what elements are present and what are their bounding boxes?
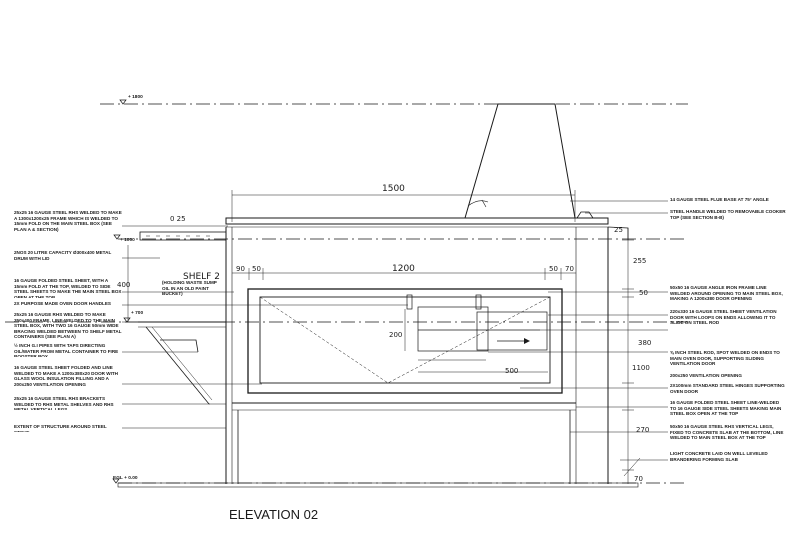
right-note-8: 16 GAUGE FOLDED STEEL SHEET LINE-WELDED … — [670, 400, 782, 417]
main-steel-box — [117, 227, 639, 488]
drawing-title: ELEVATION 02 — [229, 507, 318, 522]
dim-overall-width: 1500 — [231, 184, 576, 222]
right-note-7-box: 2X100mm STANDARD STEEL HINGES SUPPORTING… — [670, 383, 785, 394]
left-note-5: 25x25 16 GAUGE RHS WELDED TO MAKE 350x40… — [14, 312, 122, 340]
dim-label-top-left: 0 25 — [170, 215, 186, 223]
dim-label-overall: 1500 — [382, 184, 405, 194]
left-notes: 25x25 16 GAUGE STEEL RHS WELDED TO MAKE … — [14, 210, 122, 432]
shelf-note-box: (HOLDING WASTE SUMP OIL IN AN OLD PAINT … — [162, 280, 217, 297]
dim-label-r3: 50 — [639, 289, 648, 297]
right-notes: 14 GAUGE STEEL FLUE BASE AT 75° ANGLE ST… — [670, 197, 786, 462]
dim-label-r7: 70 — [634, 475, 643, 483]
left-note-2-box: 2NOS 20 LITRE CAPACITY Ø300x400 METAL DR… — [14, 250, 112, 261]
dim-label-r6: 270 — [636, 426, 649, 434]
right-note-3-box: 50x50 16 GAUGE ANGLE IRON FRAME LINE WEL… — [670, 285, 783, 302]
shelf-note: (HOLDING WASTE SUMP OIL IN AN OLD PAINT … — [162, 280, 217, 297]
dim-label-shelf-h: 400 — [117, 281, 130, 289]
cooker-top — [225, 211, 629, 240]
left-note-4-box: 2X PURPOSE MADE OVEN DOOR HANDLES — [14, 301, 111, 306]
cooker-handle — [576, 211, 594, 219]
right-note-2: STEEL HANDLE WELDED TO REMOVABLE COOKER … — [670, 209, 786, 220]
left-note-7: 16 GAUGE STEEL SHEET FOLDED AND LINE WEL… — [14, 365, 118, 387]
level-arrow-shelf — [123, 317, 131, 323]
door-hinge-lines — [259, 296, 551, 384]
dim-label-left-a: 90 — [236, 265, 245, 273]
dim-label-r5: 1100 — [632, 364, 650, 372]
right-note-8-box: 16 GAUGE FOLDED STEEL SHEET LINE-WELDED … — [670, 400, 782, 417]
left-note-3: 16 GAUGE FOLDED STEEL SHEET, WITH A 15mm… — [14, 278, 122, 298]
dim-label-inner: 1200 — [392, 264, 415, 274]
left-note-6-box: ½ INCH G.I PIPES WITH TAPS DIRECTING OIL… — [14, 343, 119, 357]
level-label-shelf: + 700 — [131, 310, 143, 316]
right-note-2-box: STEEL HANDLE WELDED TO REMOVABLE COOKER … — [670, 209, 786, 220]
ventilation-opening-left — [417, 306, 489, 352]
right-note-6: 200x250 VENTILATION OPENING — [670, 373, 742, 378]
dim-label-left-b: 50 — [252, 265, 261, 273]
dim-label-right-a: 50 — [549, 265, 558, 273]
dim-label-door-h: 200 — [389, 331, 402, 339]
right-dims: 25 255 50 380 1100 270 70 — [614, 226, 651, 484]
dim-label-right-b: 70 — [565, 265, 574, 273]
dim-label-r1: 25 — [614, 226, 623, 234]
door-frame-inner — [259, 296, 551, 384]
top-frame-rhs — [139, 231, 227, 241]
flue — [464, 103, 576, 219]
right-note-4-box: 220x330 16 GAUGE STEEL SHEET VENTILATION… — [670, 309, 777, 326]
right-note-1-box: 14 GAUGE STEEL FLUE BASE AT 75° ANGLE — [670, 197, 769, 202]
left-note-2: 2NOS 20 LITRE CAPACITY Ø300x400 METAL DR… — [14, 250, 112, 261]
slab-hatch — [623, 457, 641, 477]
right-note-9: 50x50 16 GAUGE STEEL RHS VERTICAL LEGS, … — [670, 424, 784, 441]
dim-label-r4: 380 — [638, 339, 651, 347]
shelf-label: SHELF 2 — [183, 272, 220, 282]
right-note-6-box: 200x250 VENTILATION OPENING — [670, 373, 742, 378]
left-note-9-box: EXTENT OF STRUCTURE AROUND STEEL STOVE — [14, 424, 107, 432]
flue-angle-tick — [481, 199, 487, 208]
concrete-slab — [117, 482, 639, 488]
right-note-4: 220x330 16 GAUGE STEEL SHEET VENTILATION… — [670, 309, 777, 326]
level-arrow-upper — [113, 234, 121, 240]
left-note-6: ½ INCH G.I PIPES WITH TAPS DIRECTING OIL… — [14, 343, 119, 357]
dim-label-r2: 255 — [633, 257, 646, 265]
right-note-5: ⅝ INCH STEEL ROD, SPOT WELDED ON ENDS TO… — [670, 350, 780, 367]
shelf-frame: 400 SHELF 2 (HOLDING WASTE SUMP OIL IN A… — [117, 231, 227, 405]
left-note-7-box: 16 GAUGE STEEL SHEET FOLDED AND LINE WEL… — [14, 365, 118, 387]
ventilation-door — [476, 311, 548, 351]
right-note-3: 50x50 16 GAUGE ANGLE IRON FRAME LINE WEL… — [670, 285, 783, 302]
right-note-10: LIGHT CONCRETE LAID ON WELL LEVELED BRAN… — [670, 451, 768, 462]
shelf-bracket-inner — [151, 326, 213, 401]
left-note-1-box: 25x25 16 GAUGE STEEL RHS WELDED TO MAKE … — [14, 210, 122, 232]
right-note-10-box: LIGHT CONCRETE LAID ON WELL LEVELED BRAN… — [670, 451, 768, 462]
right-note-1: 14 GAUGE STEEL FLUE BASE AT 75° ANGLE — [670, 197, 769, 202]
level-markers: + 1800 + 1000 + 700 EGL + 0.00 — [112, 94, 143, 484]
gi-pipe — [160, 339, 199, 353]
slide-arrow-head — [524, 338, 530, 344]
level-arrow-ground — [112, 478, 120, 484]
left-note-9: EXTENT OF STRUCTURE AROUND STEEL STOVE — [14, 424, 107, 432]
oven-door: 200 500 — [247, 288, 563, 394]
level-label-ground: EGL + 0.00 — [113, 475, 138, 481]
left-note-5-box: 25x25 16 GAUGE RHS WELDED TO MAKE 350x40… — [14, 312, 122, 340]
leader-lines — [122, 200, 668, 461]
right-note-5-box: ⅝ INCH STEEL ROD, SPOT WELDED ON ENDS TO… — [670, 350, 780, 367]
dim-label-door-w: 500 — [505, 367, 518, 375]
shelf-bracket — [145, 326, 210, 405]
left-note-1: 25x25 16 GAUGE STEEL RHS WELDED TO MAKE … — [14, 210, 122, 232]
level-label-top: + 1800 — [128, 94, 143, 100]
cooker-top-plate — [225, 217, 609, 225]
right-note-7: 2X100mm STANDARD STEEL HINGES SUPPORTING… — [670, 383, 785, 394]
door-frame-outer — [247, 288, 563, 394]
level-label-upper: + 1000 — [120, 237, 135, 243]
right-note-9-box: 50x50 16 GAUGE STEEL RHS VERTICAL LEGS, … — [670, 424, 784, 441]
dim-inner-width: 1200 90 50 50 70 0 25 — [170, 215, 576, 280]
left-note-3-box: 16 GAUGE FOLDED STEEL SHEET, WITH A 15mm… — [14, 278, 122, 298]
level-arrow-top — [119, 99, 127, 105]
left-note-8: 25x25 16 GAUGE STEEL RHS BRACKETS WELDED… — [14, 396, 114, 410]
left-note-4: 2X PURPOSE MADE OVEN DOOR HANDLES — [14, 301, 111, 306]
door-handle-right — [475, 294, 482, 310]
door-handle-left — [406, 294, 413, 310]
flue-angle-arc — [467, 200, 489, 207]
left-note-8-box: 25x25 16 GAUGE STEEL RHS BRACKETS WELDED… — [14, 396, 114, 410]
